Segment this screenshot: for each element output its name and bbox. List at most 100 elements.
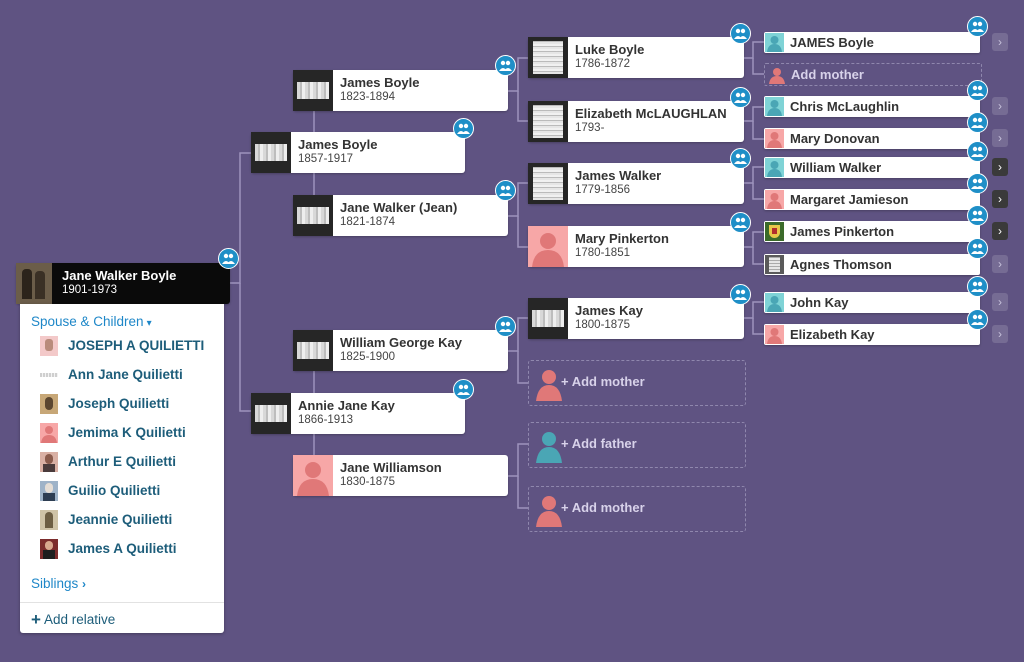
child-photo bbox=[40, 539, 58, 559]
root-photo bbox=[16, 263, 52, 304]
chevron-right-icon[interactable]: › bbox=[992, 222, 1008, 240]
ancestor-card[interactable]: John Kay bbox=[764, 292, 980, 313]
child-row[interactable]: Jemima K Quilietti bbox=[20, 420, 224, 446]
grandparent-card[interactable]: William George Kay 1825-1900 bbox=[293, 330, 508, 371]
person-name: James Boyle bbox=[340, 75, 420, 90]
ancestor-card[interactable]: JAMES Boyle bbox=[764, 32, 980, 53]
chevron-right-icon: › bbox=[82, 577, 87, 591]
person-silhouette-icon bbox=[40, 423, 58, 443]
ancestor-card[interactable]: Agnes Thomson bbox=[764, 254, 980, 275]
person-name: James Kay bbox=[575, 303, 643, 318]
family-group-icon[interactable] bbox=[495, 55, 516, 76]
family-group-icon[interactable] bbox=[730, 87, 751, 108]
person-silhouette-icon bbox=[536, 432, 562, 463]
great-grandparent-card[interactable]: James Kay 1800-1875 bbox=[528, 298, 744, 339]
chevron-right-icon[interactable]: › bbox=[992, 129, 1008, 147]
family-group-icon[interactable] bbox=[730, 148, 751, 169]
ancestor-card[interactable]: James Pinkerton bbox=[764, 221, 980, 242]
grandparent-card[interactable]: Jane Walker (Jean) 1821-1874 bbox=[293, 195, 508, 236]
family-group-icon[interactable] bbox=[967, 205, 988, 226]
add-mother-label: + Add mother bbox=[561, 374, 645, 389]
person-silhouette-icon bbox=[536, 496, 562, 527]
person-dates: 1825-1900 bbox=[340, 351, 395, 363]
child-row[interactable]: Guilio Quilietti bbox=[20, 478, 224, 504]
ancestor-card[interactable]: Chris McLaughlin bbox=[764, 96, 980, 117]
family-group-icon[interactable] bbox=[967, 141, 988, 162]
coat-of-arms-icon bbox=[765, 222, 784, 241]
family-group-icon[interactable] bbox=[453, 379, 474, 400]
family-group-icon[interactable] bbox=[495, 180, 516, 201]
add-mother-button[interactable]: + Add mother bbox=[528, 360, 746, 406]
person-dates: 1793- bbox=[575, 122, 605, 134]
family-group-icon[interactable] bbox=[967, 309, 988, 330]
great-grandparent-card[interactable]: James Walker 1779-1856 bbox=[528, 163, 744, 204]
chevron-right-icon[interactable]: › bbox=[992, 293, 1008, 311]
mother-card[interactable]: Annie Jane Kay 1866-1913 bbox=[251, 393, 465, 434]
chevron-right-icon[interactable]: › bbox=[992, 158, 1008, 176]
family-group-icon[interactable] bbox=[967, 238, 988, 259]
person-name: James Boyle bbox=[298, 137, 378, 152]
child-row[interactable]: James A Quilietti bbox=[20, 536, 224, 562]
great-grandparent-card[interactable]: Elizabeth McLAUGHLAN 1793- bbox=[528, 101, 744, 142]
chevron-right-icon[interactable]: › bbox=[992, 255, 1008, 273]
spouse-children-toggle[interactable]: Spouse & Children▾ bbox=[31, 314, 152, 329]
person-dates: 1866-1913 bbox=[298, 414, 353, 426]
person-name: Mary Pinkerton bbox=[575, 231, 669, 246]
family-group-icon[interactable] bbox=[218, 248, 239, 269]
add-mother-label: Add mother bbox=[791, 67, 864, 82]
family-group-icon[interactable] bbox=[967, 276, 988, 297]
person-silhouette-icon bbox=[293, 455, 333, 496]
family-group-icon[interactable] bbox=[730, 212, 751, 233]
family-group-icon[interactable] bbox=[967, 173, 988, 194]
family-group-icon[interactable] bbox=[730, 23, 751, 44]
child-name: James A Quilietti bbox=[68, 541, 177, 556]
grandparent-card[interactable]: James Boyle 1823-1894 bbox=[293, 70, 508, 111]
family-group-icon[interactable] bbox=[967, 16, 988, 37]
child-photo bbox=[40, 481, 58, 501]
great-grandparent-card[interactable]: Luke Boyle 1786-1872 bbox=[528, 37, 744, 78]
person-dates: 1857-1917 bbox=[298, 153, 353, 165]
add-mother-button[interactable]: Add mother bbox=[764, 63, 982, 86]
family-group-icon[interactable] bbox=[730, 284, 751, 305]
family-group-icon[interactable] bbox=[967, 80, 988, 101]
add-mother-button[interactable]: + Add mother bbox=[528, 486, 746, 532]
person-dates: 1830-1875 bbox=[340, 476, 395, 488]
ancestor-card[interactable]: Mary Donovan bbox=[764, 128, 980, 149]
person-silhouette-icon bbox=[765, 325, 784, 344]
child-row[interactable]: Joseph Quilietti bbox=[20, 391, 224, 417]
ancestor-card[interactable]: Margaret Jamieson bbox=[764, 189, 980, 210]
person-silhouette-icon bbox=[765, 293, 784, 312]
child-row[interactable]: Ann Jane Quilietti bbox=[20, 362, 224, 388]
add-father-button[interactable]: + Add father bbox=[528, 422, 746, 468]
chevron-right-icon[interactable]: › bbox=[992, 325, 1008, 343]
person-dates: 1780-1851 bbox=[575, 247, 630, 259]
record-image bbox=[528, 163, 568, 204]
great-grandparent-card[interactable]: Mary Pinkerton 1780-1851 bbox=[528, 226, 744, 267]
child-photo bbox=[40, 336, 58, 356]
ancestor-card[interactable]: William Walker bbox=[764, 157, 980, 178]
divider bbox=[20, 602, 224, 603]
record-image bbox=[528, 101, 568, 142]
child-row[interactable]: Arthur E Quilietti bbox=[20, 449, 224, 475]
father-card[interactable]: James Boyle 1857-1917 bbox=[251, 132, 465, 173]
chevron-right-icon[interactable]: › bbox=[992, 190, 1008, 208]
chevron-right-icon[interactable]: › bbox=[992, 97, 1008, 115]
ancestor-card[interactable]: Elizabeth Kay bbox=[764, 324, 980, 345]
person-name: JAMES Boyle bbox=[790, 35, 874, 50]
child-photo bbox=[40, 510, 58, 530]
family-group-icon[interactable] bbox=[453, 118, 474, 139]
add-relative-button[interactable]: +Add relative bbox=[31, 609, 115, 629]
person-name: Annie Jane Kay bbox=[298, 398, 395, 413]
person-silhouette-icon bbox=[765, 33, 784, 52]
person-name: James Pinkerton bbox=[790, 224, 895, 239]
child-row[interactable]: Jeannie Quilietti bbox=[20, 507, 224, 533]
family-group-icon[interactable] bbox=[495, 316, 516, 337]
root-person-card[interactable]: Jane Walker Boyle 1901-1973 bbox=[16, 263, 230, 304]
chevron-right-icon[interactable]: › bbox=[992, 33, 1008, 51]
child-row[interactable]: JOSEPH A QUILIETTI bbox=[20, 333, 224, 359]
siblings-toggle[interactable]: Siblings › bbox=[31, 576, 86, 591]
family-group-icon[interactable] bbox=[967, 112, 988, 133]
child-photo bbox=[40, 394, 58, 414]
person-silhouette-icon bbox=[765, 190, 784, 209]
grandparent-card[interactable]: Jane Williamson 1830-1875 bbox=[293, 455, 508, 496]
